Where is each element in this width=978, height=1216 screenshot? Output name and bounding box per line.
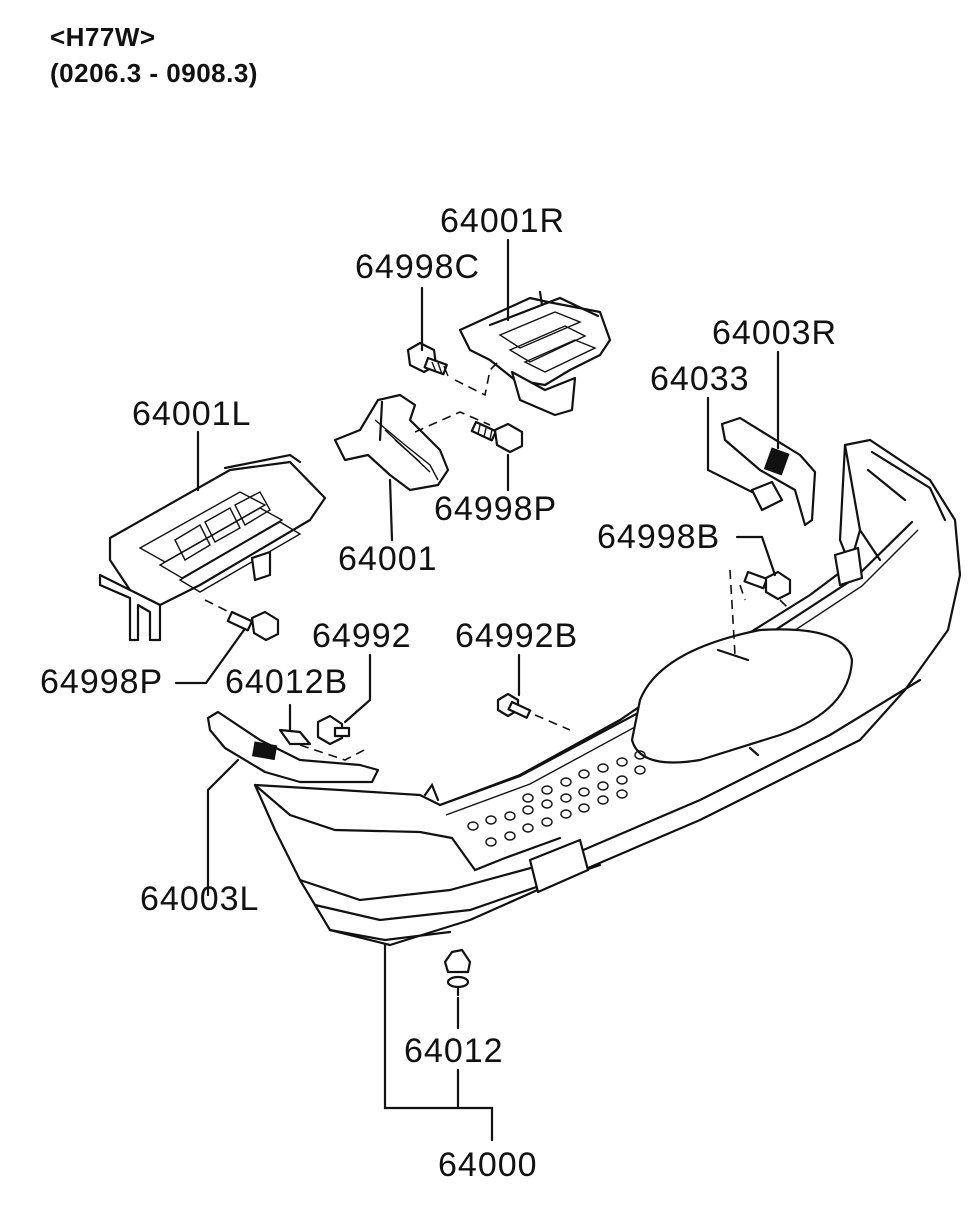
label-64998b: 64998B bbox=[597, 518, 721, 556]
model-code: <H77W> bbox=[50, 22, 156, 52]
label-64012: 64012 bbox=[404, 1032, 504, 1070]
label-64998c: 64998C bbox=[355, 248, 481, 286]
leader-lines bbox=[174, 238, 780, 1142]
clip-64012-drawing bbox=[443, 948, 472, 997]
rear-bumper-drawing bbox=[253, 438, 962, 947]
label-64001r: 64001R bbox=[440, 202, 566, 240]
bracket-64001r-drawing bbox=[458, 290, 612, 417]
nut-64992-drawing bbox=[316, 714, 351, 746]
label-64003l: 64003L bbox=[140, 880, 260, 918]
bolt-64992b-drawing bbox=[496, 692, 532, 719]
label-64998p-lower: 64998P bbox=[40, 663, 164, 701]
label-64003r: 64003R bbox=[712, 314, 838, 352]
bolt-64998p-upper-drawing bbox=[470, 420, 524, 454]
dashed-leader-64001l bbox=[204, 599, 236, 616]
label-64000: 64000 bbox=[438, 1146, 538, 1184]
bracket-64001l-drawing bbox=[98, 453, 327, 642]
dashed-leader-64001 bbox=[414, 411, 491, 433]
dashed-leader-64998c bbox=[454, 359, 501, 397]
bolt-64998p-lower-drawing bbox=[226, 610, 280, 642]
dashed-leader-64992b bbox=[534, 714, 571, 731]
label-64001: 64001 bbox=[338, 540, 438, 578]
label-64992b: 64992B bbox=[455, 617, 579, 655]
production-period: (0206.3 - 0908.3) bbox=[50, 58, 258, 88]
bolt-64998b-drawing bbox=[743, 570, 792, 601]
bracket-64033-drawing bbox=[720, 416, 817, 527]
bumper-step-holes bbox=[467, 750, 646, 847]
label-64001l: 64001L bbox=[132, 395, 252, 433]
dashed-leader-64003l bbox=[299, 744, 369, 761]
label-64992: 64992 bbox=[312, 617, 412, 655]
bolt-64998c-drawing bbox=[406, 341, 449, 377]
reflector-64003l-drawing bbox=[206, 710, 380, 784]
bracket-64001-drawing bbox=[333, 393, 450, 492]
label-64033: 64033 bbox=[650, 360, 750, 398]
label-64012b: 64012B bbox=[225, 663, 349, 701]
label-64998p-upper: 64998P bbox=[434, 490, 558, 528]
dashed-leader-64998b bbox=[739, 584, 791, 611]
